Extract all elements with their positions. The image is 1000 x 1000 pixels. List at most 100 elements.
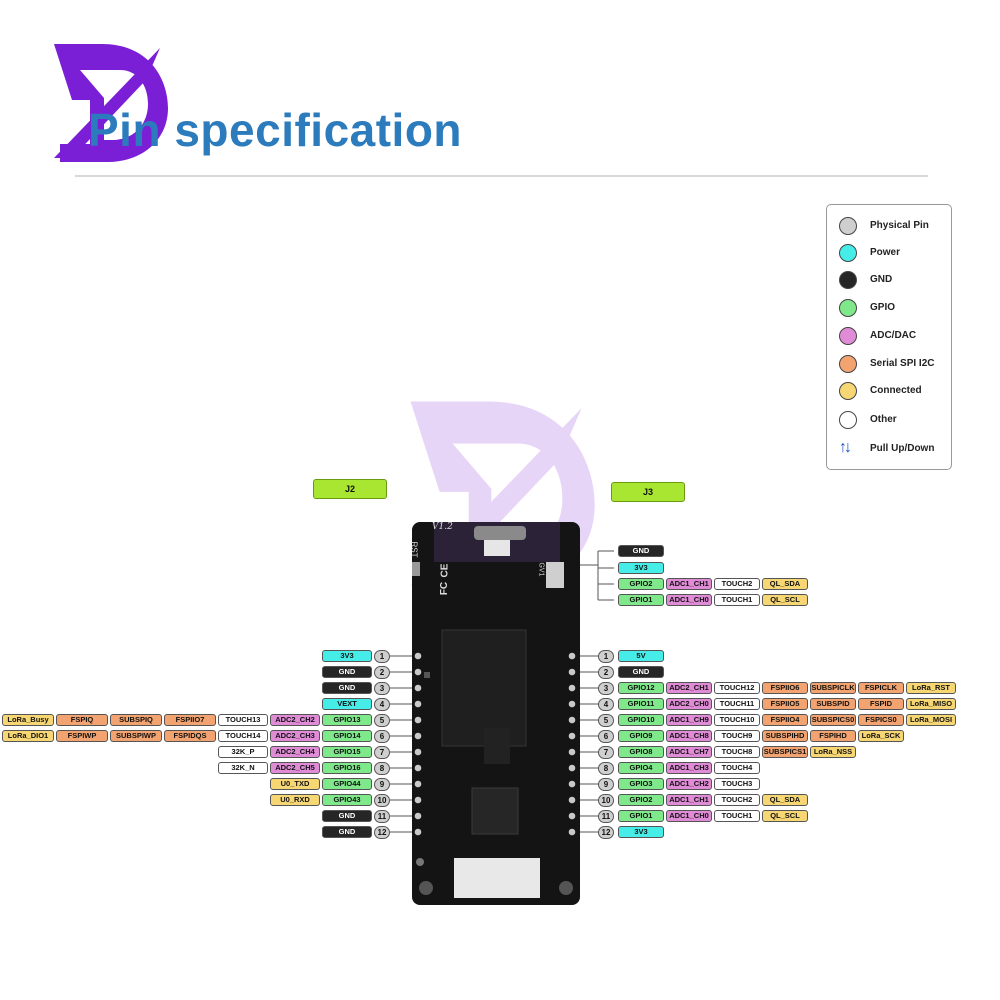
pin-label-other: 32K_N	[218, 762, 268, 774]
physical-pin-number: 8	[598, 761, 614, 775]
pin-label-gpio: GPIO2	[618, 578, 664, 590]
pin-label-other: TOUCH1	[714, 810, 760, 822]
physical-pin-number: 3	[374, 681, 390, 695]
pin-label-serial: FSPIIO5	[762, 698, 808, 710]
pin-label-gpio: GPIO10	[618, 714, 664, 726]
physical-pin-number: 3	[598, 681, 614, 695]
legend-label: Physical Pin	[870, 220, 929, 231]
pin-label-adc: ADC2_CH2	[270, 714, 320, 726]
pin-label-other: 32K_P	[218, 746, 268, 758]
physical-pin-number: 8	[374, 761, 390, 775]
legend-item: ADC/DAC	[827, 325, 951, 347]
pin-label-gnd: GND	[322, 810, 372, 822]
physical-pin-number: 1	[598, 649, 614, 663]
physical-pin-number: 2	[374, 665, 390, 679]
legend-item: Other	[827, 409, 951, 431]
pin-label-adc: ADC1_CH9	[666, 714, 712, 726]
physical-pin-number: 5	[598, 713, 614, 727]
pin-label-other: TOUCH8	[714, 746, 760, 758]
legend-item: Connected	[827, 380, 951, 402]
pin-label-adc: ADC1_CH8	[666, 730, 712, 742]
pin-label-connected: LoRa_NSS	[810, 746, 856, 758]
pin-label-gnd: GND	[322, 682, 372, 694]
pin-label-power: 3V3	[618, 562, 664, 574]
pin-label-serial: SUBSPICS1	[762, 746, 808, 758]
legend-swatch-serial	[839, 355, 857, 373]
pin-label-serial: FSPICS0	[858, 714, 904, 726]
physical-pin-number: 10	[598, 793, 614, 807]
legend-swatch-power	[839, 244, 857, 262]
pin-label-gpio: GPIO2	[618, 794, 664, 806]
pin-label-serial: FSPICLK	[858, 682, 904, 694]
physical-pin-number: 11	[598, 809, 614, 823]
pin-label-adc: ADC1_CH1	[666, 578, 712, 590]
pin-label-gpio: GPIO1	[618, 594, 664, 606]
pin-label-gpio: GPIO4	[618, 762, 664, 774]
pin-label-gnd: GND	[618, 545, 664, 557]
pin-label-adc: ADC1_CH0	[666, 810, 712, 822]
pin-label-serial: SUBSPID	[810, 698, 856, 710]
pin-label-adc: ADC1_CH7	[666, 746, 712, 758]
pin-label-adc: ADC1_CH3	[666, 762, 712, 774]
pin-label-adc: ADC1_CH1	[666, 794, 712, 806]
pin-label-gpio: GPIO8	[618, 746, 664, 758]
pull-up-down-arrows-icon: ↑↓	[839, 439, 852, 456]
pin-label-serial: SUBSPICLK	[810, 682, 856, 694]
pin-label-gnd: GND	[322, 826, 372, 838]
physical-pin-number: 6	[598, 729, 614, 743]
legend-item: Serial SPI I2C	[827, 353, 951, 375]
physical-pin-number: 9	[374, 777, 390, 791]
pin-label-connected: U0_RXD	[270, 794, 320, 806]
board-rst-label: RST	[409, 541, 419, 558]
pin-label-connected: LoRa_MOSI	[906, 714, 956, 726]
pin-label-other: TOUCH10	[714, 714, 760, 726]
pin-label-connected: LoRa_DIO1	[2, 730, 54, 742]
pin-label-connected: U0_TXD	[270, 778, 320, 790]
pin-label-gpio: GPIO13	[322, 714, 372, 726]
pin-label-connected: QL_SDA	[762, 578, 808, 590]
pin-label-adc: ADC2_CH3	[270, 730, 320, 742]
pin-label-gpio: GPIO44	[322, 778, 372, 790]
pin-label-serial: SUBSPIWP	[110, 730, 162, 742]
board-fc-mark: FC	[439, 581, 451, 596]
pin-label-other: TOUCH4	[714, 762, 760, 774]
pin-label-serial: SUBSPIHD	[762, 730, 808, 742]
pin-label-other: TOUCH14	[218, 730, 268, 742]
legend-label: GPIO	[870, 302, 896, 313]
pin-label-gpio: GPIO12	[618, 682, 664, 694]
pin-label-power: 3V3	[618, 826, 664, 838]
pin-label-other: TOUCH2	[714, 578, 760, 590]
pin-label-connected: LoRa_SCK	[858, 730, 904, 742]
pin-label-other: TOUCH12	[714, 682, 760, 694]
pin-label-serial: FSPIIO7	[164, 714, 216, 726]
physical-pin-number: 2	[598, 665, 614, 679]
legend-label: Connected	[870, 385, 922, 396]
legend-label: ADC/DAC	[870, 330, 917, 341]
pin-label-adc: ADC2_CH0	[666, 698, 712, 710]
pin-label-serial: FSPIDQS	[164, 730, 216, 742]
pin-label-power: VEXT	[322, 698, 372, 710]
pin-label-other: TOUCH1	[714, 594, 760, 606]
physical-pin-number: 12	[374, 825, 390, 839]
pin-label-gpio: GPIO3	[618, 778, 664, 790]
pin-label-gpio: GPIO11	[618, 698, 664, 710]
page-title: Pin specification	[88, 104, 463, 156]
pin-label-power: 5V	[618, 650, 664, 662]
physical-pin-number: 7	[374, 745, 390, 759]
legend-swatch-physical	[839, 217, 857, 235]
pin-label-serial: SUBSPICS0	[810, 714, 856, 726]
legend-item: Power	[827, 242, 951, 264]
legend-item: GND	[827, 269, 951, 291]
pin-label-gpio: GPIO1	[618, 810, 664, 822]
legend-swatch-gnd	[839, 271, 857, 289]
pin-label-serial: FSPIHD	[810, 730, 856, 742]
title-divider	[75, 175, 928, 177]
pin-label-serial: FSPIWP	[56, 730, 108, 742]
pin-label-connected: LoRa_RST	[906, 682, 956, 694]
pin-label-power: 3V3	[322, 650, 372, 662]
pin-label-gpio: GPIO15	[322, 746, 372, 758]
pin-label-serial: SUBSPIQ	[110, 714, 162, 726]
brand-logo	[54, 44, 168, 162]
legend-item: GPIO	[827, 297, 951, 319]
pin-label-gpio: GPIO9	[618, 730, 664, 742]
